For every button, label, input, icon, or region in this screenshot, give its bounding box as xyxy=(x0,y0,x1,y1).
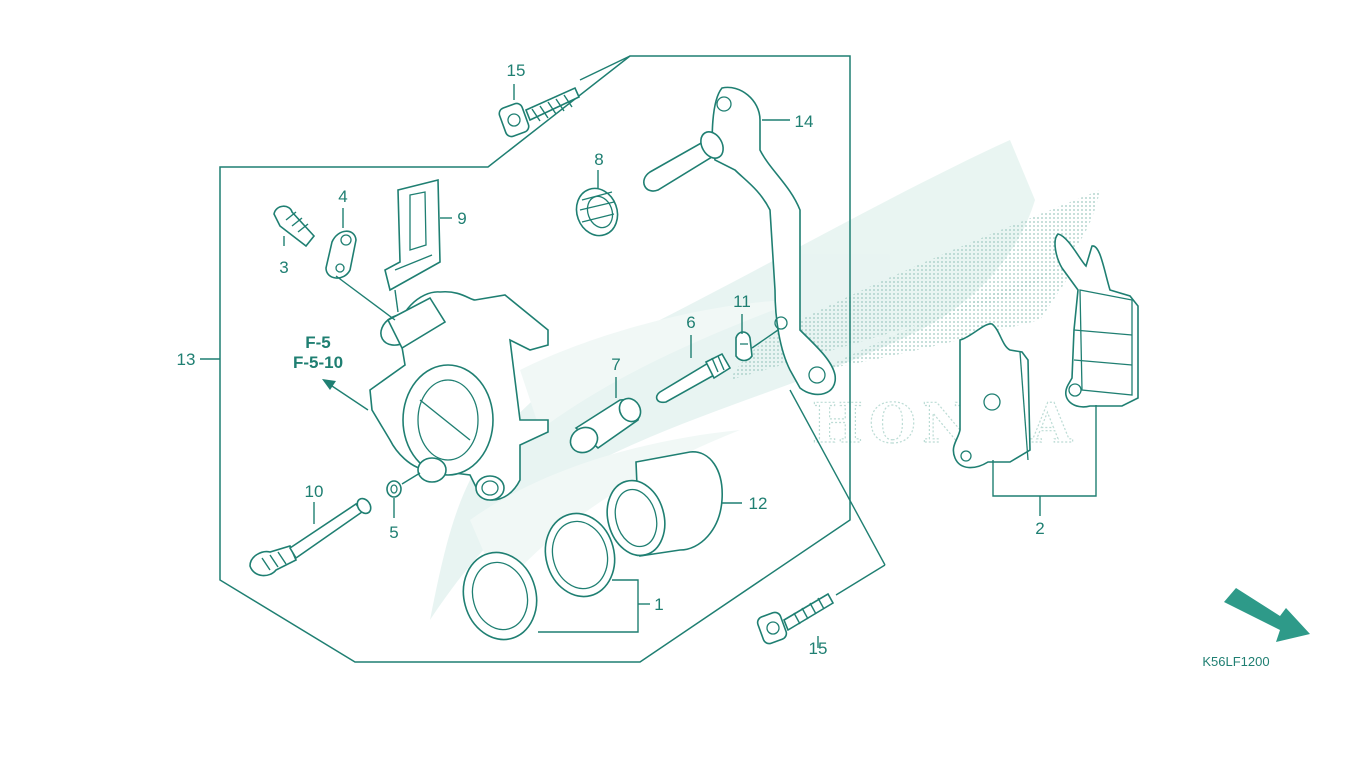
part-12-piston xyxy=(606,451,723,557)
part-1-piston-seals xyxy=(462,512,616,641)
front-direction-arrow xyxy=(1224,588,1310,642)
honda-wing-watermark xyxy=(430,140,1035,620)
part-5-washer xyxy=(386,480,402,498)
callout-6: 6 xyxy=(686,313,695,332)
part-9-pad-spring xyxy=(384,178,441,292)
part-6-pin xyxy=(655,352,732,404)
callout-3: 3 xyxy=(279,258,288,277)
callout-7: 7 xyxy=(611,355,620,374)
callout-13: 13 xyxy=(177,350,196,369)
part-11-clip xyxy=(735,331,753,362)
part-14-caliper-bracket xyxy=(643,86,836,396)
part-15-top-bolt xyxy=(498,86,581,138)
part-15-bottom-bolt xyxy=(756,592,835,645)
reference-f5[interactable]: F-5 xyxy=(305,333,331,352)
callout-9: 9 xyxy=(457,209,466,228)
part-4-bleeder-cap xyxy=(325,230,357,279)
honda-watermark-text: HONDA xyxy=(812,391,1078,455)
caliper-body xyxy=(369,290,549,501)
part-3-bleeder-screw xyxy=(273,205,316,248)
reference-f5-10[interactable]: F-5-10 xyxy=(293,353,343,372)
callout-2: 2 xyxy=(1035,519,1044,538)
callout-15-bottom: 15 xyxy=(809,639,828,658)
callout-10: 10 xyxy=(305,482,324,501)
caliper-assembly-frame xyxy=(219,55,851,663)
part-10-pin-bolt xyxy=(249,497,372,577)
diagram-code: K56LF1200 xyxy=(1202,654,1269,669)
part-7-slide-pin xyxy=(569,397,642,454)
callout-4: 4 xyxy=(338,187,347,206)
callout-8: 8 xyxy=(594,150,603,169)
part-8-boot xyxy=(575,187,619,237)
dotted-wing-watermark xyxy=(730,190,1100,380)
part-2-brake-pads xyxy=(952,233,1139,469)
callout-15-top: 15 xyxy=(507,61,526,80)
callout-14: 14 xyxy=(795,112,814,131)
callout-5: 5 xyxy=(389,523,398,542)
callout-11: 11 xyxy=(733,292,751,311)
callout-1: 1 xyxy=(654,595,663,614)
callout-12: 12 xyxy=(749,494,768,513)
